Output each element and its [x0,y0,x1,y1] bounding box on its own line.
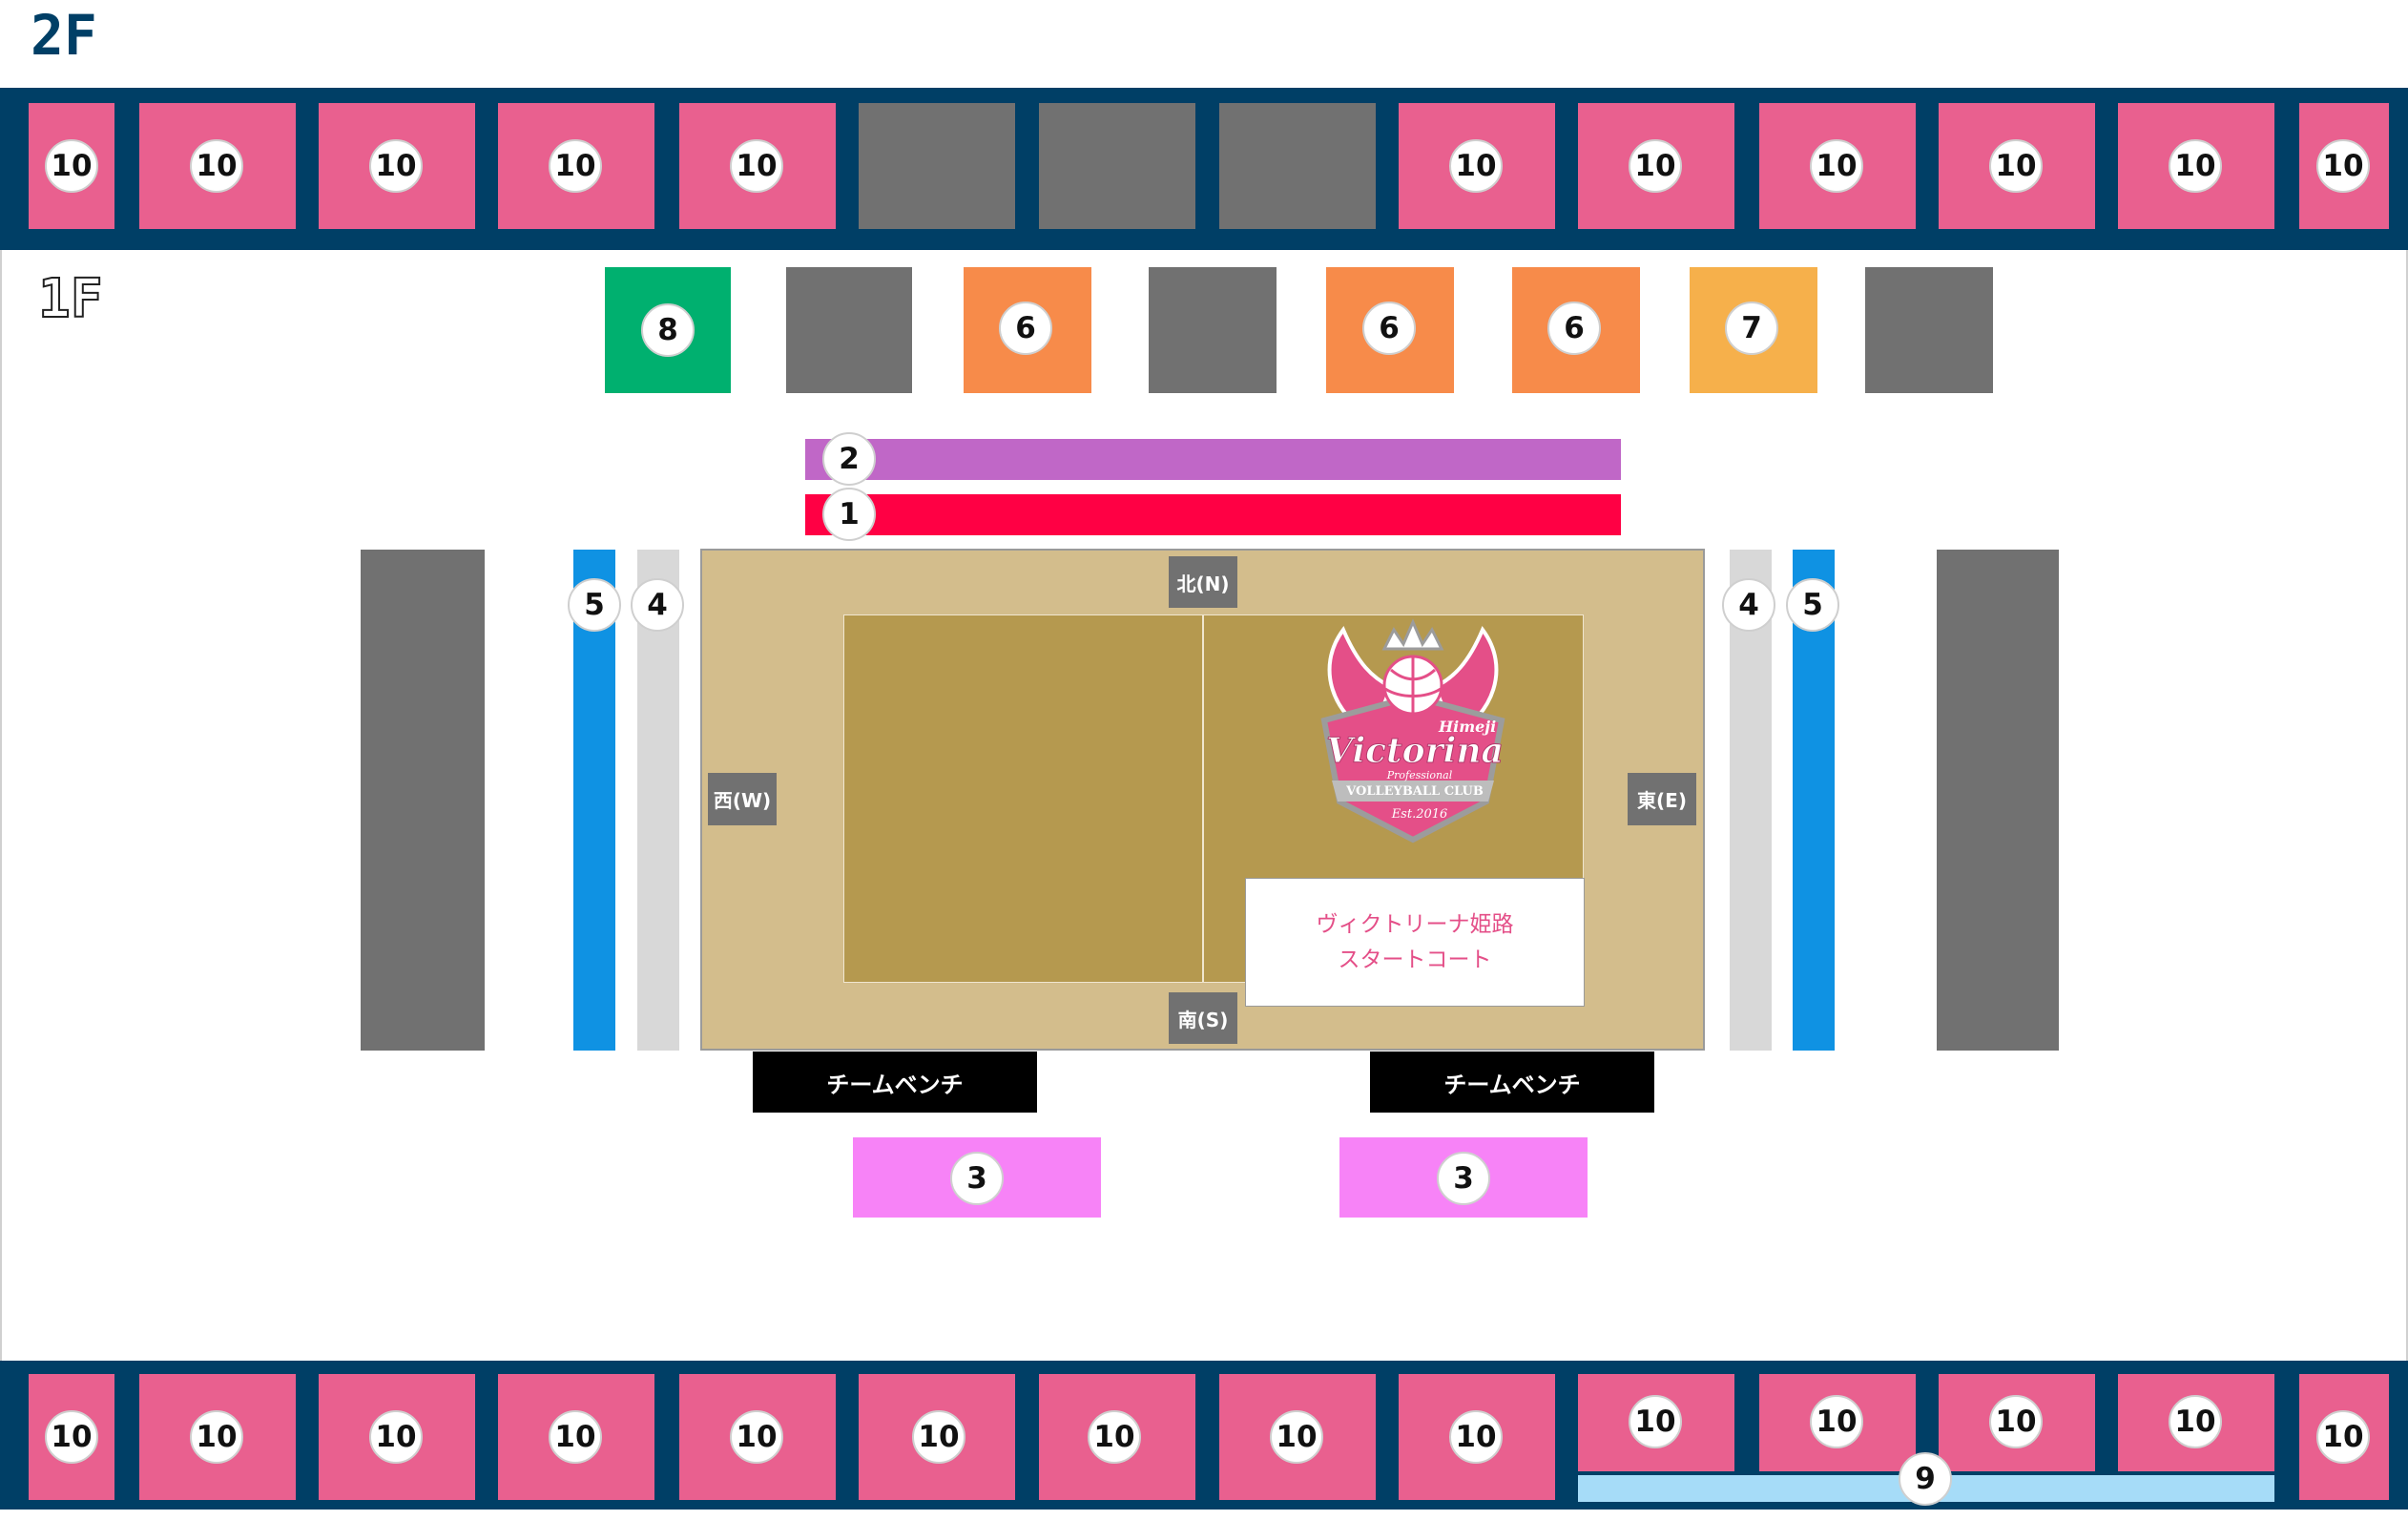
logo-est: Est.2016 [1391,807,1448,822]
seat-badge-10: 10 [549,1410,602,1464]
seat-column-4-east[interactable] [1730,550,1772,1051]
unavailable-block-top-3 [1219,103,1376,229]
seat-badge-10: 10 [730,1410,783,1464]
unavailable-block-top-1 [859,103,1015,229]
seat-badge-10: 10 [1810,1395,1863,1448]
unavailable-block-east [1937,550,2059,1051]
seat-badge-4: 4 [1722,578,1775,632]
seat-badge-6: 6 [1362,302,1416,355]
seat-badge-1: 1 [822,488,876,541]
seat-badge-10: 10 [1629,139,1682,193]
top-seating-band [0,88,2408,250]
seat-row-2[interactable] [805,439,1621,480]
seat-badge-10: 10 [2316,1410,2370,1464]
seat-badge-10: 10 [1449,1410,1503,1464]
seat-badge-10: 10 [1449,139,1503,193]
seat-badge-10: 10 [912,1410,965,1464]
direction-east: 東(E) [1628,773,1696,825]
seat-badge-10: 10 [45,1410,98,1464]
seat-column-5-west[interactable] [573,550,615,1051]
seat-badge-9: 9 [1899,1452,1952,1506]
seat-badge-10: 10 [1629,1395,1682,1448]
unavailable-block-1f-2 [1149,267,1277,393]
seat-badge-10: 10 [2169,1395,2222,1448]
seat-badge-10: 10 [369,1410,423,1464]
seat-badge-10: 10 [190,139,243,193]
seat-badge-5: 5 [1786,578,1839,632]
seat-badge-10: 10 [45,139,98,193]
logo-graphic [1320,618,1505,843]
court-center-line [1202,614,1204,983]
logo-city: Himeji [1439,718,1497,736]
start-court-line1: ヴィクトリーナ姫路 [1316,911,1514,937]
seat-badge-10: 10 [1810,139,1863,193]
seat-badge-7: 7 [1725,302,1778,355]
team-bench-west: チームベンチ [753,1052,1037,1113]
seat-badge-6: 6 [999,302,1052,355]
seat-badge-5: 5 [568,578,621,632]
seat-badge-10: 10 [2316,139,2370,193]
logo-professional: Professional [1386,769,1453,781]
unavailable-block-west [361,550,485,1051]
team-bench-east: チームベンチ [1370,1052,1654,1113]
floor-1f-border [0,250,2408,1363]
unavailable-block-1f-1 [786,267,912,393]
floor-label-2f: 2F [31,3,97,68]
seat-badge-10: 10 [1989,1395,2043,1448]
floor-label-1f: 1F [37,268,103,330]
direction-north: 北(N) [1169,556,1237,608]
unavailable-block-1f-3 [1865,267,1993,393]
unavailable-block-top-2 [1039,103,1195,229]
start-court-label: ヴィクトリーナ姫路 スタートコート [1245,878,1585,1007]
seat-badge-10: 10 [369,139,423,193]
bottom-seating-band [0,1361,2408,1510]
seat-badge-6: 6 [1547,302,1601,355]
seat-row-1[interactable] [805,494,1621,535]
seat-badge-4: 4 [631,578,684,632]
seat-column-5-east[interactable] [1793,550,1835,1051]
logo-club: VOLLEYBALL CLUB [1346,784,1484,799]
seat-badge-2: 2 [822,432,876,486]
seat-badge-3: 3 [1437,1152,1490,1205]
seat-badge-10: 10 [190,1410,243,1464]
seat-badge-10: 10 [2169,139,2222,193]
logo-name: Victorina [1326,731,1505,772]
start-court-line2: スタートコート [1338,947,1492,972]
seat-badge-10: 10 [730,139,783,193]
seat-badge-10: 10 [1088,1410,1141,1464]
victorina-logo: Himeji Victorina Professional VOLLEYBALL… [1305,611,1521,849]
seat-column-4-west[interactable] [637,550,679,1051]
seat-badge-8: 8 [641,303,695,357]
direction-south: 南(S) [1169,992,1237,1044]
seat-badge-3: 3 [950,1152,1004,1205]
seat-badge-10: 10 [549,139,602,193]
direction-west: 西(W) [708,773,777,825]
seat-badge-10: 10 [1989,139,2043,193]
seat-badge-10: 10 [1270,1410,1323,1464]
